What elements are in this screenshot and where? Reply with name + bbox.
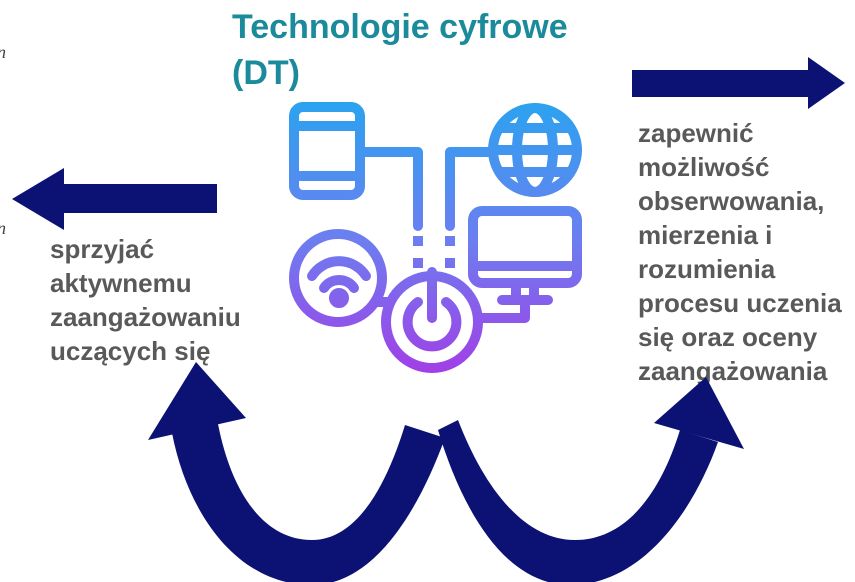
power-button-icon (381, 267, 483, 373)
connector-line (475, 295, 530, 323)
monitor-icon (468, 206, 582, 305)
caption-line: możliwość (638, 152, 770, 182)
diagram-title: Technologie cyfrowe (DT) (232, 4, 568, 96)
caption-line: obserwowania, (638, 186, 825, 216)
caption-line: aktywnemu (50, 268, 192, 298)
curved-arrow-up-left-icon (148, 362, 445, 582)
title-line: (DT) (232, 54, 300, 92)
edge-text-fragment: n (0, 218, 6, 238)
globe-icon (488, 103, 582, 197)
right-caption: zapewnić możliwość obserwowania, mierzen… (638, 116, 842, 388)
connector-line (355, 147, 423, 231)
caption-line: zaangażowania (638, 356, 828, 386)
caption-line: się oraz oceny (638, 322, 818, 352)
caption-line: zapewnić (638, 118, 754, 148)
caption-line: procesu uczenia (638, 288, 842, 318)
title-line: Technologie cyfrowe (232, 8, 568, 46)
caption-line: sprzyjać (50, 234, 155, 264)
left-caption: sprzyjać aktywnemu zaangażowaniu uczącyc… (50, 232, 241, 368)
caption-line: rozumienia (638, 254, 776, 284)
connector-dashes (413, 236, 455, 268)
digital-technology-icon (289, 102, 582, 373)
edge-text-fragment: n (0, 42, 6, 62)
arrow-left-icon (12, 168, 217, 230)
caption-line: uczących się (50, 336, 211, 366)
arrow-right-icon (632, 57, 845, 109)
caption-line: mierzenia i (638, 220, 773, 250)
caption-line: zaangażowaniu (50, 302, 241, 332)
connector-line (445, 147, 498, 231)
phone-icon (289, 102, 365, 200)
curved-arrow-up-right-icon (438, 377, 744, 582)
wifi-icon (289, 229, 387, 327)
